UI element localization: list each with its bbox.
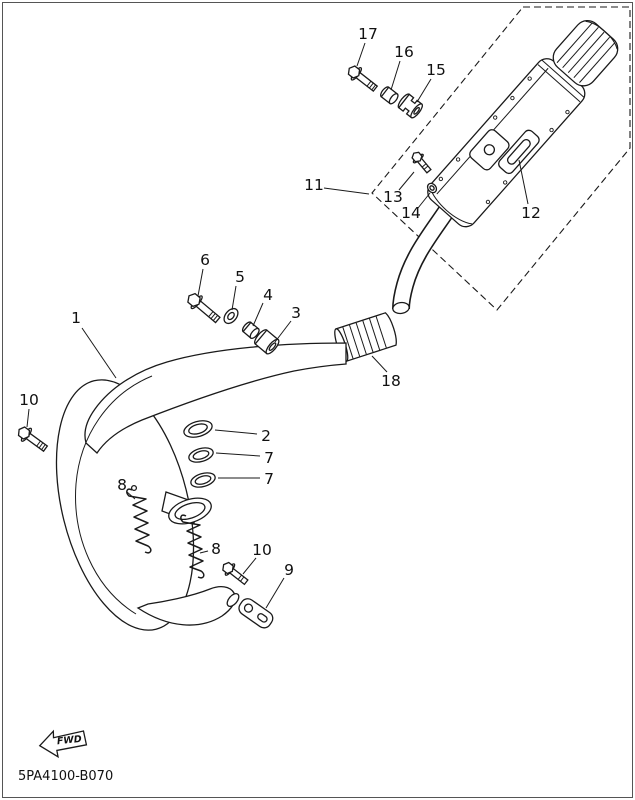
part-oring-7b xyxy=(190,472,216,488)
callout-leader-8a xyxy=(126,491,136,500)
part-oring-7a xyxy=(188,447,214,463)
callout-leader-17 xyxy=(356,42,366,67)
part-silencer xyxy=(427,19,619,228)
callout-label-7b[interactable]: 7 xyxy=(264,470,274,488)
part-gasket-2 xyxy=(183,420,213,438)
part-collar-4 xyxy=(241,321,260,340)
part-bolt-10-left xyxy=(17,426,49,453)
part-washer-14 xyxy=(426,182,438,194)
tail-stub xyxy=(226,593,240,607)
inlet-port xyxy=(168,497,212,525)
callout-leader-16 xyxy=(390,60,401,91)
callout-leader-9 xyxy=(265,577,285,609)
callout-leader-18 xyxy=(371,355,388,373)
callout-leader-5 xyxy=(231,285,237,311)
callout-label-5[interactable]: 5 xyxy=(235,268,245,286)
callout-leader-7a xyxy=(215,452,261,457)
callout-label-16[interactable]: 16 xyxy=(394,43,414,61)
callout-leader-4 xyxy=(252,302,264,327)
callout-label-4[interactable]: 4 xyxy=(263,286,273,304)
callout-label-10b[interactable]: 10 xyxy=(252,541,272,559)
fwd-label: FWD xyxy=(56,734,82,748)
spring-pin xyxy=(130,484,138,492)
part-bolt-10-right xyxy=(222,561,249,586)
part-bolt-6 xyxy=(187,292,221,324)
callout-label-10a[interactable]: 10 xyxy=(19,391,39,409)
callout-leader-12 xyxy=(518,159,529,205)
chamber-tail-cone xyxy=(136,586,236,626)
part-damper-3 xyxy=(254,329,280,355)
callout-leader-8b xyxy=(199,550,209,554)
part-exhaust-pipe xyxy=(55,342,347,631)
fwd-arrow-icon: FWD xyxy=(38,729,88,759)
callout-leader-2 xyxy=(214,429,258,435)
callout-label-8b[interactable]: 8 xyxy=(211,540,221,558)
chamber-weld-seam xyxy=(75,375,153,615)
callout-leader-15 xyxy=(416,78,432,103)
silencer-outlet-pipe xyxy=(392,196,461,315)
callout-label-12[interactable]: 12 xyxy=(521,204,541,222)
part-bracket-9 xyxy=(238,598,274,629)
callout-leader-10a xyxy=(26,408,30,428)
assembly-boundary-box xyxy=(371,6,631,311)
cap-tip-arc xyxy=(585,20,618,50)
silencer-seam xyxy=(537,64,581,103)
callout-leader-6 xyxy=(197,268,204,297)
part-washer-5 xyxy=(223,307,239,325)
outlet-pipe-mouth xyxy=(392,301,410,315)
part-spring-8-left xyxy=(126,488,152,554)
callout-leader-14 xyxy=(417,192,431,209)
callout-label-15[interactable]: 15 xyxy=(426,61,446,79)
callout-label-14[interactable]: 14 xyxy=(401,204,421,222)
callout-label-13[interactable]: 13 xyxy=(383,188,403,206)
callout-label-7a[interactable]: 7 xyxy=(264,449,274,467)
part-bolt-17 xyxy=(347,65,379,93)
callout-label-2[interactable]: 2 xyxy=(261,427,271,445)
callout-label-1[interactable]: 1 xyxy=(71,309,81,327)
silencer-rivets xyxy=(438,76,570,205)
callout-label-9[interactable]: 9 xyxy=(284,561,294,579)
part-damper-15 xyxy=(397,93,424,119)
diagram-code: 5PA4100-B070 xyxy=(18,769,113,784)
silencer-hanger-bracket xyxy=(469,129,510,171)
callout-leader-13 xyxy=(398,171,415,191)
callout-label-8a[interactable]: 8 xyxy=(117,476,127,494)
callout-leader-1 xyxy=(81,327,117,379)
part-spring-8-right xyxy=(180,514,205,579)
callout-label-3[interactable]: 3 xyxy=(291,304,301,322)
callout-label-17[interactable]: 17 xyxy=(358,25,378,43)
part-collar-16 xyxy=(380,86,399,105)
part-bolt-13 xyxy=(411,151,432,174)
callout-leader-3 xyxy=(274,320,292,343)
callout-leader-10b xyxy=(242,557,257,575)
callout-label-11[interactable]: 11 xyxy=(304,176,324,194)
hanger-bolt-hole xyxy=(483,144,496,156)
callout-label-18[interactable]: 18 xyxy=(381,372,401,390)
callout-label-6[interactable]: 6 xyxy=(200,251,210,269)
callout-leader-11 xyxy=(323,187,370,195)
